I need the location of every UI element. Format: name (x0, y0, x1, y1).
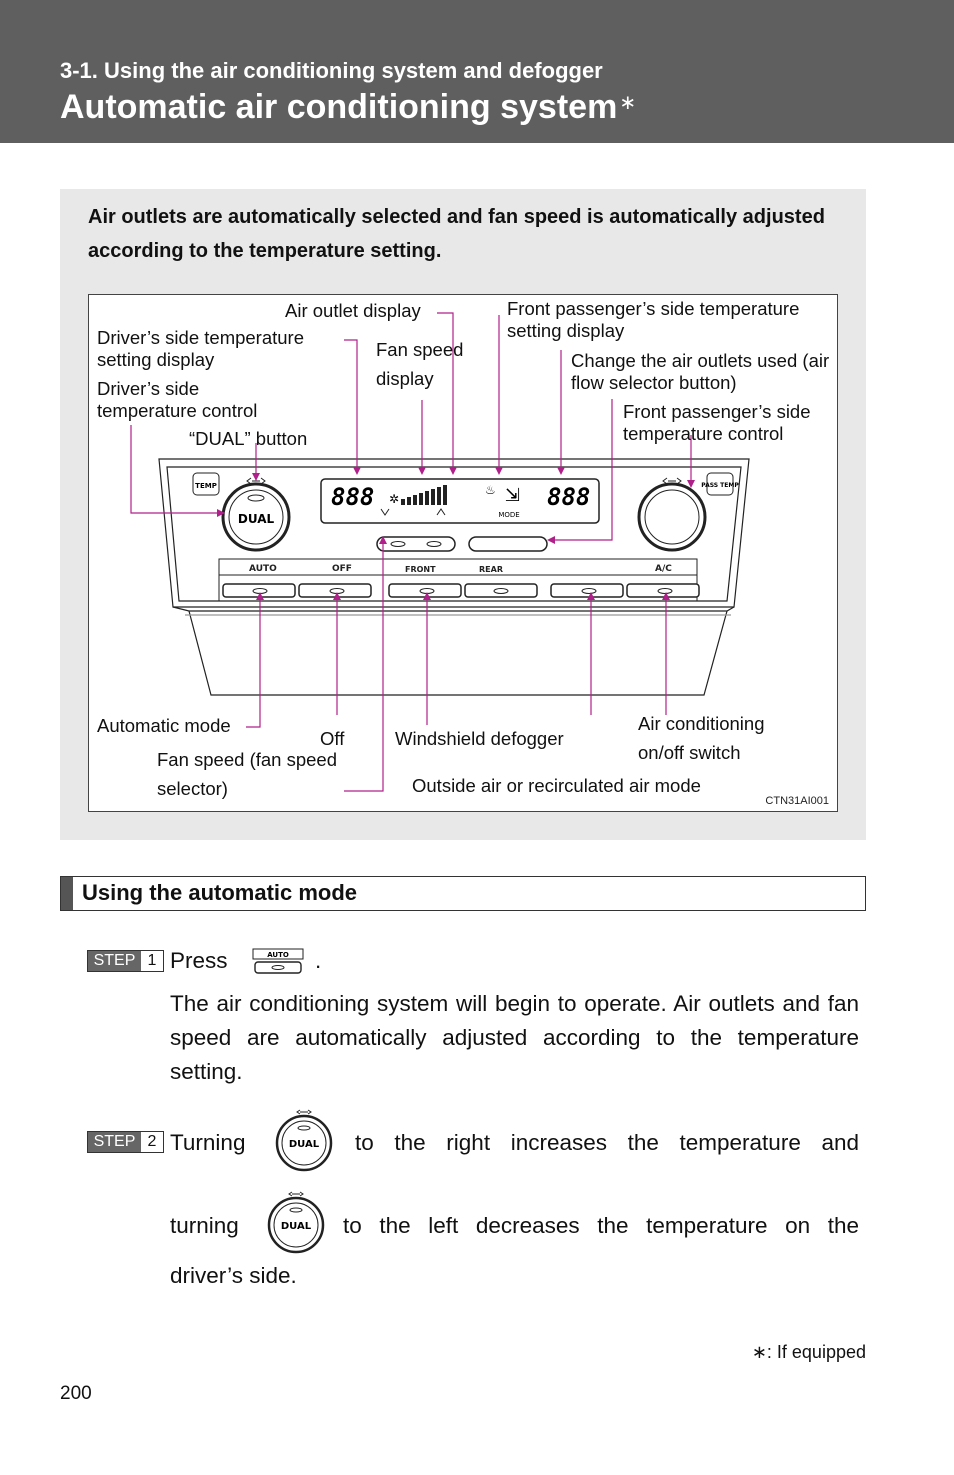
off-button-label: OFF (332, 564, 352, 574)
label-ac-switch: Air conditioning on/off switch (638, 713, 765, 763)
pass-temp-button-label: PASS TEMP (701, 482, 739, 489)
front-button-label: FRONT (405, 565, 436, 574)
step-label: STEP (88, 951, 141, 971)
dual-dial-icon: DUAL (275, 1109, 333, 1172)
page-number: 200 (60, 1383, 92, 1404)
step-number: 1 (147, 952, 157, 969)
step-1-description: The air conditioning system will begin t… (170, 991, 859, 1084)
step-2-end: driver’s side. (170, 1263, 297, 1288)
label-fan-speed-selector: Fan speed (fan speed selector) (157, 749, 337, 799)
footnote: ∗: If equipped (751, 1342, 866, 1362)
step-1-badge: STEP 1 (87, 950, 164, 972)
dual-icon-text: DUAL (281, 1221, 312, 1232)
step-1-press: Press (170, 948, 228, 973)
label-front-pass-temp-display: Front passenger’s side temperature setti… (507, 298, 800, 341)
label-driver-temp-display: Driver’s side temperature setting displa… (97, 327, 305, 370)
airflow-icon: ⇲ (505, 485, 520, 506)
label-fan-speed-display: Fan speed display (376, 339, 464, 389)
step-1-period: . (315, 948, 322, 973)
label-air-outlet-display: Air outlet display (285, 300, 421, 321)
auto-button-icon: AUTO (252, 948, 304, 974)
step-2-turning-2: turning (170, 1213, 239, 1238)
auto-icon-text: AUTO (267, 951, 289, 959)
ac-button-label: A/C (655, 564, 672, 574)
section-heading-text: Using the automatic mode (82, 880, 358, 905)
label-front-pass-temp-control: Front passenger’s side temperature contr… (623, 401, 811, 444)
callout-lines (130, 312, 692, 792)
auto-button-label: AUTO (249, 564, 277, 574)
label-off: Off (320, 728, 345, 749)
step-2-turning: Turning (170, 1130, 246, 1155)
page-header: 3-1. Using the air conditioning system a… (0, 0, 954, 143)
label-driver-temp-control: Driver’s side temperature control (97, 378, 258, 421)
section-heading-bar (61, 877, 73, 910)
label-dual-button: “DUAL” button (189, 428, 308, 449)
label-change-outlets: Change the air outlets used (air flow se… (571, 350, 830, 393)
callout-arrowheads (217, 467, 695, 600)
dual-knob-label: DUAL (238, 512, 275, 526)
step-number: 2 (147, 1133, 157, 1150)
dual-icon-text: DUAL (289, 1139, 320, 1150)
label-outside-air: Outside air or recirculated air mode (412, 775, 701, 796)
fan-speed-bars (401, 485, 447, 505)
equipped-mark: ∗ (619, 92, 637, 114)
label-automatic-mode: Automatic mode (97, 715, 231, 736)
step-2-right-text: to the right increases the temperature a… (355, 1130, 859, 1155)
page-title: Automatic air conditioning system∗ (60, 88, 636, 127)
temp-button-label: TEMP (195, 482, 217, 490)
page-title-text: Automatic air conditioning system (60, 88, 618, 126)
driver-temp-digits: 888 (331, 483, 374, 511)
control-panel-figure: DUAL TEMP PASS TEMP 888 888 ✲ ♨ ⇲ MODE (88, 294, 838, 812)
section-subtitle: 3-1. Using the air conditioning system a… (60, 58, 603, 83)
step-2-left-text: to the left decreases the temperature on… (343, 1213, 859, 1238)
control-panel-illustration: DUAL TEMP PASS TEMP 888 888 ✲ ♨ ⇲ MODE (130, 312, 750, 792)
dual-dial-icon: DUAL (267, 1191, 325, 1254)
section-heading: Using the automatic mode (60, 876, 866, 911)
pass-temp-digits: 888 (547, 483, 590, 511)
figure-code: CTN31AI001 (765, 795, 829, 807)
fan-icon: ✲ (389, 492, 399, 506)
label-windshield-defogger: Windshield defogger (395, 728, 564, 749)
defrost-icon: ♨ (485, 483, 496, 497)
rear-button-label: REAR (479, 565, 503, 574)
step-2-badge: STEP 2 (87, 1131, 164, 1153)
mode-label: MODE (498, 511, 519, 519)
intro-text: Air outlets are automatically selected a… (88, 206, 825, 262)
step-label: STEP (88, 1132, 141, 1152)
